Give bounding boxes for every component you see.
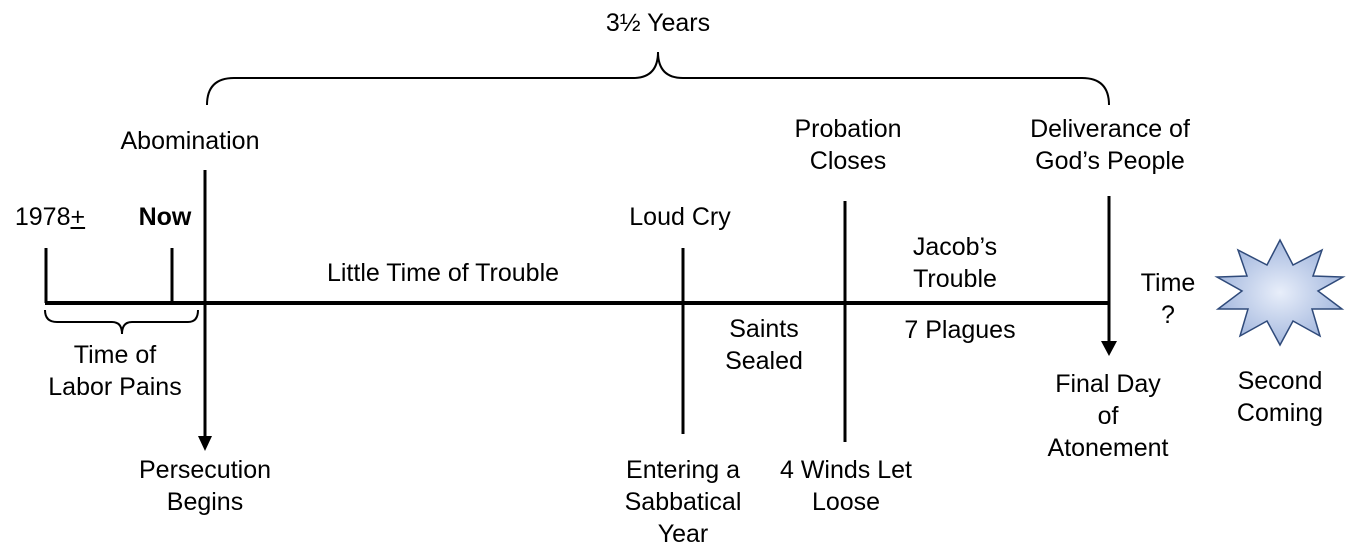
year-1978-label: 1978+ <box>0 201 100 233</box>
jacobs-line-1: Jacob’s <box>912 233 998 261</box>
years-label: 3½ Years <box>605 9 711 37</box>
final-day-line-2: of <box>1097 402 1119 430</box>
sabbatical-line-2: Sabbatical <box>624 488 742 516</box>
probation-line-2: Closes <box>809 147 887 175</box>
final-day-line-1: Final Day <box>1055 370 1161 398</box>
second-coming-line-1: Second <box>1237 367 1323 395</box>
labor-pains-label: Time of Labor Pains <box>20 339 210 403</box>
now-label: Now <box>138 203 192 231</box>
final-day-label: Final Day of Atonement <box>1018 368 1198 464</box>
labor-line-1: Time of <box>73 341 157 369</box>
saints-line-2: Sealed <box>725 347 803 375</box>
four-winds-label: 4 Winds Let Loose <box>756 454 936 518</box>
year-1978-number: 1978 <box>14 203 71 231</box>
year-1978-plusminus: + <box>70 203 86 231</box>
loud-cry-label: Loud Cry <box>629 203 731 231</box>
jacobs-line-2: Trouble <box>913 265 997 293</box>
deliverance-line-1: Deliverance of <box>1030 115 1190 143</box>
abomination-label: Abomination <box>120 127 260 155</box>
abomination-arrowhead <box>198 436 212 451</box>
probation-line-1: Probation <box>794 115 902 143</box>
time-q-line-2: ? <box>1161 301 1175 329</box>
time-question-label: Time ? <box>1128 267 1208 331</box>
saints-sealed-label: Saints Sealed <box>694 313 834 377</box>
persecution-line-2: Begins <box>166 488 244 516</box>
deliverance-label: Deliverance of God’s People <box>1000 113 1220 177</box>
labor-brace <box>44 309 199 335</box>
sabbatical-label: Entering a Sabbatical Year <box>593 454 773 550</box>
labor-line-2: Labor Pains <box>48 373 182 401</box>
second-coming-label: Second Coming <box>1225 365 1335 429</box>
saints-line-1: Saints <box>729 315 799 343</box>
years-brace <box>206 51 1110 106</box>
sabbatical-line-1: Entering a <box>626 456 740 484</box>
winds-line-2: Loose <box>811 488 881 516</box>
final-day-line-3: Atonement <box>1047 434 1169 462</box>
deliverance-arrowhead <box>1101 341 1117 356</box>
probation-label: Probation Closes <box>758 113 938 177</box>
persecution-label: Persecution Begins <box>110 454 300 518</box>
little-time-label: Little Time of Trouble <box>326 259 560 287</box>
plagues-label: 7 Plagues <box>904 316 1016 344</box>
deliverance-line-2: God’s People <box>1035 147 1185 175</box>
winds-line-1: 4 Winds Let <box>779 456 912 484</box>
jacobs-trouble-label: Jacob’s Trouble <box>880 231 1030 295</box>
second-coming-line-2: Coming <box>1236 399 1324 427</box>
time-q-line-1: Time <box>1140 269 1196 297</box>
persecution-line-1: Persecution <box>138 456 272 484</box>
sabbatical-line-3: Year <box>657 520 709 548</box>
starburst-icon <box>1214 238 1346 347</box>
